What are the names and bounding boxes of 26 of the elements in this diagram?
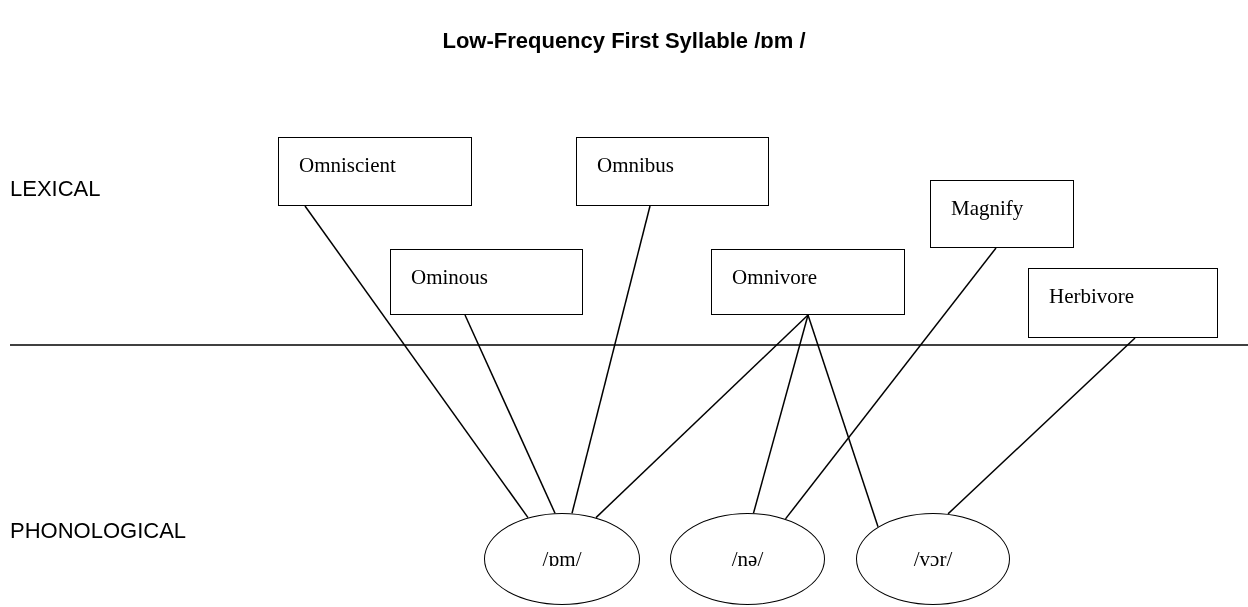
word-box	[711, 249, 905, 315]
connector-line	[464, 314, 556, 514]
word-text: Omniscient	[299, 152, 397, 179]
connector-line	[571, 205, 651, 515]
word-text: Herbivore	[1049, 283, 1136, 310]
connector-line	[304, 205, 529, 519]
word-text: Magnify	[951, 195, 1025, 222]
word-box	[576, 137, 769, 206]
syllable-text: /nə/	[731, 545, 764, 573]
level-label: PHONOLOGICAL	[10, 520, 187, 542]
word-box	[390, 249, 583, 315]
word-box	[1028, 268, 1218, 338]
word-box	[930, 180, 1074, 248]
level-label: LEXICAL	[10, 178, 101, 200]
connector-line	[752, 314, 809, 514]
word-text: Omnivore	[732, 264, 819, 291]
syllable-text: /ɒm/	[542, 545, 582, 573]
word-box	[278, 137, 472, 206]
word-text: Ominous	[411, 264, 489, 291]
syllable-text: /vɔr/	[913, 545, 953, 573]
connector-line	[595, 314, 809, 519]
connector-line	[947, 337, 1136, 515]
connector-line	[784, 247, 997, 520]
word-text: Omnibus	[597, 152, 675, 179]
diagram-title: Low-Frequency First Syllable /ɒm /	[441, 30, 807, 52]
connector-line	[807, 314, 879, 528]
